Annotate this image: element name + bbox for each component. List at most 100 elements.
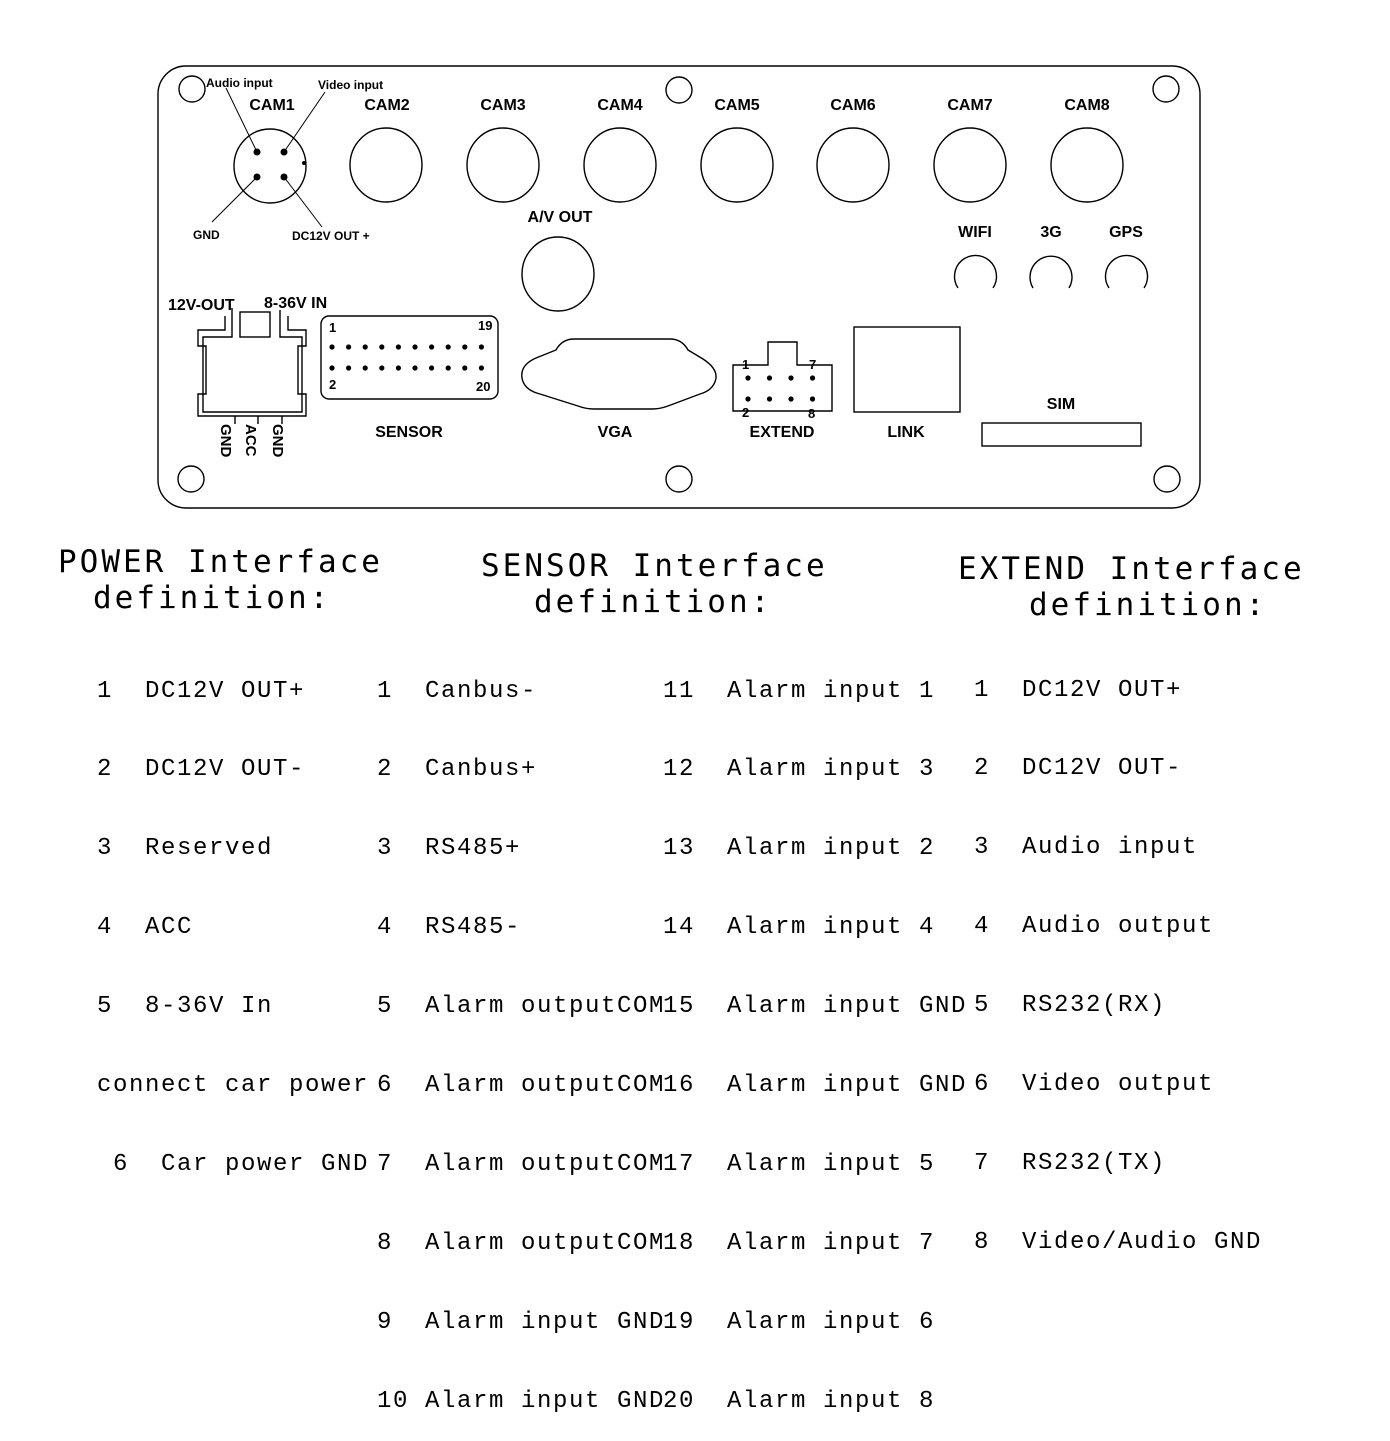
pin-dot	[329, 365, 335, 371]
pin-dot	[745, 396, 751, 402]
cam4-label: CAM4	[597, 97, 642, 114]
gps-connector	[1104, 254, 1149, 289]
3g-label: 3G	[1040, 224, 1061, 241]
extend-pins	[745, 375, 816, 402]
cam1-callout-lines	[211, 87, 326, 228]
sim-slot	[981, 422, 1142, 447]
extend-def-item: 3 Audio input	[974, 834, 1199, 862]
power-def-item: 4 ACC	[97, 914, 194, 942]
sensor-def-item: 18 Alarm input 7	[663, 1229, 936, 1257]
sensor-def-item: 14 Alarm input 4	[663, 914, 936, 942]
pin-dot	[395, 365, 401, 371]
power-def-item: 2 DC12V OUT-	[97, 756, 306, 784]
sensor-def-item: 6 Alarm outputCOM	[377, 1072, 666, 1100]
cam8-label: CAM8	[1064, 97, 1109, 114]
3g-connector	[1029, 255, 1073, 289]
power-pin-gnd-2: GND	[269, 424, 286, 458]
panel-outline	[157, 65, 1201, 509]
power-def-item: 3 Reserved	[97, 835, 274, 863]
pin-dot	[362, 365, 368, 371]
sensor-def-item: 3 RS485+	[377, 835, 522, 863]
cam1-label: CAM1	[249, 97, 294, 114]
pin-dot	[445, 344, 451, 350]
video-input-label: Video input	[318, 78, 383, 92]
pin-dot	[429, 344, 435, 350]
pin-dot	[329, 344, 335, 350]
extend-def-title-2: definition:	[1029, 587, 1268, 623]
12v-out-label: 12V-OUT	[168, 297, 235, 314]
sensor-def-item: 12 Alarm input 3	[663, 756, 936, 784]
sensor-pin-19: 19	[478, 318, 492, 333]
power-def-item: 1 DC12V OUT+	[97, 677, 306, 705]
link-port	[853, 326, 961, 413]
camera-connectors	[233, 127, 1124, 204]
extend-def-title-1: EXTEND Interface	[958, 551, 1305, 587]
sensor-def-item: 2 Canbus+	[377, 756, 538, 784]
cam2-label: CAM2	[364, 97, 409, 114]
extend-connector	[732, 341, 833, 412]
pin-dot	[462, 365, 468, 371]
pin-dot	[395, 344, 401, 350]
pin-dot	[766, 396, 773, 402]
pin-dot	[412, 365, 418, 371]
pin-dot	[412, 344, 418, 350]
8-36v-in-label: 8-36V IN	[264, 295, 327, 312]
sensor-def-item: 8 Alarm outputCOM	[377, 1229, 666, 1257]
extend-def-item: 8 Video/Audio GND	[974, 1228, 1263, 1256]
pin-dot	[445, 365, 451, 371]
pin-dot	[809, 396, 816, 402]
cam6-label: CAM6	[830, 97, 875, 114]
sensor-def-item: 7 Alarm outputCOM	[377, 1150, 666, 1178]
pin-dot	[379, 365, 385, 371]
extend-pin-2: 2	[742, 405, 749, 420]
pin-dot	[745, 375, 751, 381]
sensor-def-item: 19 Alarm input 6	[663, 1308, 936, 1336]
sensor-def-item: 5 Alarm outputCOM	[377, 993, 666, 1021]
wifi-label: WIFI	[958, 224, 992, 241]
sensor-def-title-1: SENSOR Interface	[481, 548, 828, 584]
pin-dot	[478, 344, 484, 350]
pin-dot	[788, 396, 794, 402]
pin-dot	[379, 344, 385, 350]
power-def-item: 5 8-36V In	[97, 993, 274, 1021]
extend-def-item: 7 RS232(TX)	[974, 1149, 1167, 1177]
sensor-def-item: 16 Alarm input GND	[663, 1072, 968, 1100]
sim-label: SIM	[1047, 396, 1075, 413]
cam1-pins	[253, 148, 306, 181]
cam5-label: CAM5	[714, 97, 759, 114]
sensor-pin-2: 2	[329, 377, 336, 392]
link-label: LINK	[887, 424, 925, 441]
sensor-def-item: 10 Alarm input GND	[377, 1387, 666, 1415]
extend-def-item: 4 Audio output	[974, 913, 1215, 941]
pin-dot	[766, 375, 773, 381]
extend-def-list: 1 DC12V OUT+ 2 DC12V OUT- 3 Audio input …	[974, 625, 1262, 1282]
sensor-def-col1: 1 Canbus- 2 Canbus+ 3 RS485+ 4 RS485- 5 …	[377, 626, 665, 1441]
pin-dot	[478, 365, 484, 371]
wifi-connector	[953, 254, 998, 289]
av-out-connector	[521, 236, 595, 312]
sensor-pin-1: 1	[329, 320, 336, 335]
vga-connector	[521, 338, 717, 410]
extend-label: EXTEND	[750, 424, 815, 441]
cam7-label: CAM7	[947, 97, 992, 114]
pin-dot	[346, 344, 352, 350]
extend-pin-7: 7	[809, 357, 816, 372]
power-def-item: connect car power	[97, 1072, 370, 1100]
device-panel-diagram: CAM1 CAM2 CAM3 CAM4 CAM5 CAM6 CAM7 CAM8 …	[157, 65, 1201, 509]
pin-dot	[346, 365, 352, 371]
sensor-def-item: 4 RS485-	[377, 914, 522, 942]
extend-pin-1: 1	[742, 357, 749, 372]
sensor-label: SENSOR	[375, 424, 443, 441]
sensor-def-col2: 11 Alarm input 1 12 Alarm input 3 13 Ala…	[663, 626, 967, 1441]
power-def-list: 1 DC12V OUT+ 2 DC12V OUT- 3 Reserved 4 A…	[97, 626, 369, 1205]
extend-def-item: 5 RS232(RX)	[974, 992, 1167, 1020]
sensor-def-item: 13 Alarm input 2	[663, 835, 936, 863]
sensor-def-item: 11 Alarm input 1	[663, 677, 936, 705]
pin-dot	[809, 375, 816, 381]
pin-dot	[788, 375, 794, 381]
audio-input-label: Audio input	[206, 76, 273, 90]
sensor-def-item: 1 Canbus-	[377, 677, 538, 705]
sensor-def-item: 20 Alarm input 8	[663, 1387, 936, 1415]
cam1-gnd-label: GND	[193, 228, 220, 242]
pin-dot	[429, 365, 435, 371]
